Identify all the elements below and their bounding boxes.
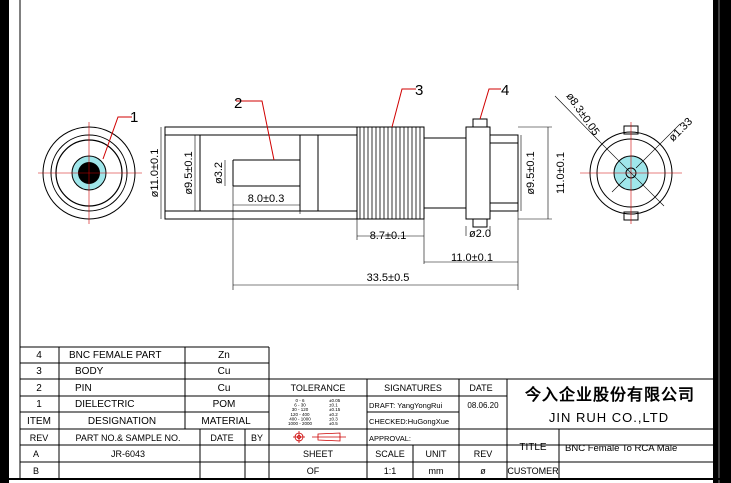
- dim-len-11: 11.0±0.1: [451, 252, 493, 264]
- svg-text:3: 3: [415, 82, 423, 99]
- side-dimension-lines: [160, 126, 552, 290]
- rev-label: REV: [474, 449, 493, 459]
- bom-row-3-item: 3: [36, 366, 42, 377]
- date-value: 08.06.20: [467, 401, 499, 410]
- rev-header-rev: REV: [30, 433, 49, 443]
- draft-signature: DRAFT: YangYongRui: [369, 401, 443, 410]
- rev-value: ø: [480, 466, 486, 476]
- sheet-value: OF: [307, 466, 320, 476]
- tolerance-range: 6 - 30: [294, 403, 306, 408]
- tolerance-value: ±0.3: [329, 416, 338, 421]
- bom-header-material: MATERIAL: [201, 416, 251, 427]
- date-block: DATE 08.06.20 REV ø: [467, 383, 499, 476]
- paper: [9, 0, 714, 483]
- left-end-view: [38, 122, 142, 224]
- tolerance-title: TOLERANCE: [291, 383, 346, 393]
- tolerance-range: 30 - 120: [292, 407, 309, 412]
- tolerance-range: 1000 - 2000: [288, 421, 313, 426]
- tolerance-value: ±0.05: [329, 398, 341, 403]
- tolerance-value: ±0.2: [329, 412, 338, 417]
- tolerance-range: 0 - 6: [295, 398, 305, 403]
- dim-d11-left: ø11.0±0.1: [149, 149, 161, 198]
- bom-table: 4 BNC FEMALE PART Zn 3 BODY Cu 2 PIN Cu …: [27, 350, 251, 427]
- dim-d9-5-left: ø9.5±0.1: [183, 151, 195, 194]
- bom-row-1-item: 1: [36, 399, 42, 410]
- title-label: TITLE: [519, 442, 547, 453]
- tolerance-value: ±0.15: [329, 407, 341, 412]
- customer-label: CUSTOMER: [507, 466, 559, 476]
- title-block-lines: [19, 346, 715, 479]
- unit-label: UNIT: [426, 449, 447, 459]
- rev-a-part: JR-6043: [111, 449, 145, 459]
- dim-len-8: 8.0±0.3: [248, 193, 285, 205]
- callout-4: 4: [479, 82, 509, 120]
- unit-value: mm: [429, 466, 444, 476]
- tolerance-block: TOLERANCE 0 - 6 ±0.05 6 - 30 ±0.1 30 - 120 ±0…: [288, 383, 346, 476]
- bom-row-3-designation: BODY: [75, 366, 104, 377]
- bom-row-2-designation: PIN: [75, 383, 92, 394]
- title-block: TITLE BNC Female To RCA Male CUSTOMER: [507, 442, 677, 476]
- dim-d11-right: 11.0±0.1: [555, 152, 567, 194]
- rev-a: A: [33, 449, 39, 459]
- bom-row-4-item: 4: [36, 350, 42, 361]
- bom-row-1-designation: DIELECTRIC: [75, 399, 134, 410]
- callout-2: 2: [234, 95, 275, 161]
- bom-row-2-item: 2: [36, 383, 42, 394]
- right-end-view: [554, 95, 682, 224]
- sheet-label: SHEET: [303, 449, 334, 459]
- approval-signature: APPROVAL:: [369, 434, 411, 443]
- svg-text:4: 4: [501, 82, 509, 99]
- dim-d2: ø2.0: [469, 228, 491, 240]
- bom-row-2-material: Cu: [218, 383, 231, 394]
- signatures-block: SIGNATURES DRAFT: YangYongRui CHECKED:Hu…: [369, 383, 449, 476]
- rev-header-date: DATE: [210, 433, 233, 443]
- tolerance-value: ±0.5: [329, 421, 338, 426]
- revision-table: REV PART NO.& SAMPLE NO. DATE BY A JR-60…: [30, 433, 263, 476]
- scale-label: SCALE: [375, 449, 405, 459]
- title-value: BNC Female To RCA Male: [565, 443, 677, 454]
- side-view: [164, 118, 519, 228]
- bom-row-4-designation: BNC FEMALE PART: [69, 350, 161, 361]
- date-label: DATE: [469, 383, 492, 393]
- bom-row-4-material: Zn: [218, 350, 230, 361]
- company-chinese: 今入企业股份有限公司: [524, 385, 695, 404]
- dim-d9-5-right: ø9.5±0.1: [525, 151, 537, 194]
- bom-header-item: ITEM: [27, 416, 51, 427]
- tolerance-range: 120 - 400: [290, 412, 310, 417]
- rev-header-part: PART NO.& SAMPLE NO.: [75, 433, 180, 443]
- signatures-title: SIGNATURES: [384, 383, 442, 393]
- tolerance-value: ±0.1: [329, 403, 338, 408]
- company-block: 今入企业股份有限公司 JIN RUH CO.,LTD: [524, 385, 695, 425]
- company-english: JIN RUH CO.,LTD: [549, 410, 669, 425]
- tolerance-range: 400 - 1000: [289, 416, 311, 421]
- bom-row-1-material: POM: [213, 399, 236, 410]
- callout-1: 1: [102, 109, 138, 160]
- bom-header-designation: DESIGNATION: [88, 416, 156, 427]
- bom-row-3-material: Cu: [218, 366, 231, 377]
- dim-d3-2: ø3.2: [213, 162, 225, 184]
- svg-text:1: 1: [130, 109, 138, 126]
- dim-len-33-5: 33.5±0.5: [367, 272, 410, 284]
- rev-header-by: BY: [251, 433, 263, 443]
- svg-text:2: 2: [234, 95, 242, 112]
- callout-3: 3: [391, 82, 423, 128]
- rev-b: B: [33, 466, 39, 476]
- projection-symbol-icon: [293, 431, 346, 443]
- knurl-lines: [359, 127, 421, 219]
- dim-len-8-7: 8.7±0.1: [370, 230, 407, 242]
- scale-value: 1:1: [384, 466, 397, 476]
- checked-signature: CHECKED:HuGongXue: [369, 417, 449, 426]
